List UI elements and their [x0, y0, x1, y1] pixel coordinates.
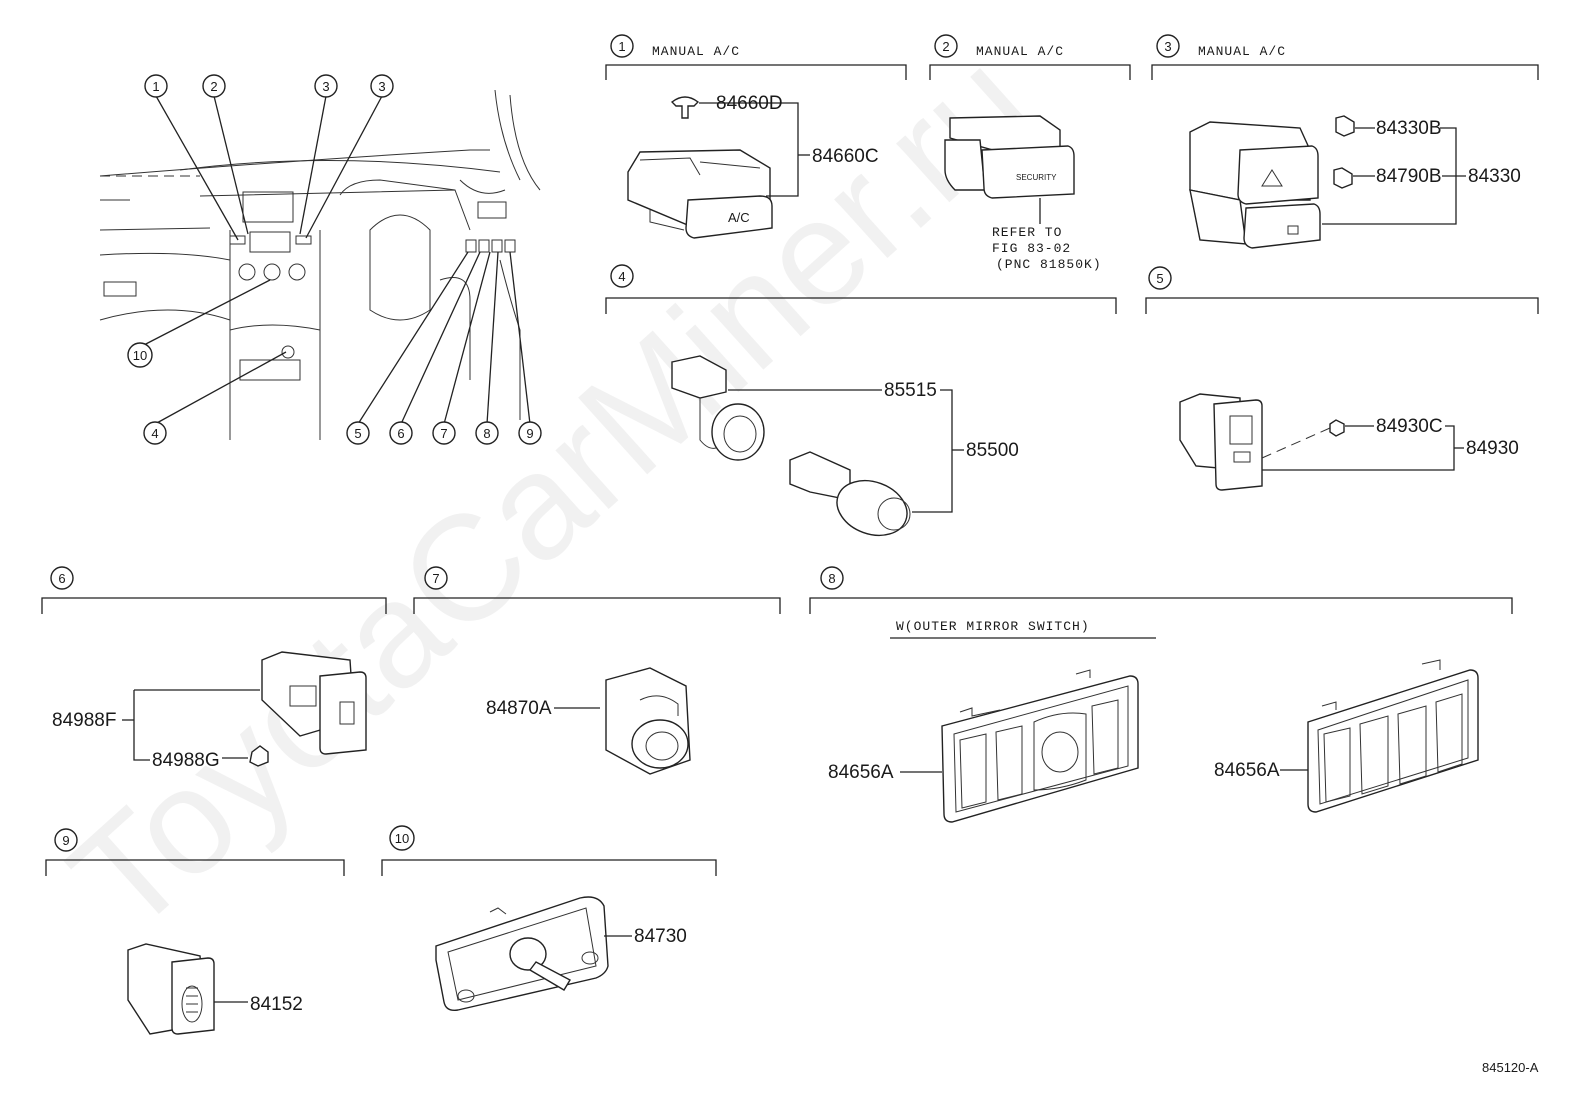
svg-text:8: 8 — [483, 426, 490, 441]
section-4-number: 4 — [618, 269, 625, 284]
section-3-number: 3 — [1164, 39, 1171, 54]
svg-text:4: 4 — [151, 426, 158, 441]
part-84656a-right: 84656A — [1214, 760, 1280, 781]
section-1-note: MANUAL A/C — [652, 44, 740, 59]
svg-text:1: 1 — [152, 79, 159, 94]
dash-callout-5: 5 — [346, 421, 370, 445]
section-8-note: W(OUTER MIRROR SWITCH) — [896, 619, 1090, 634]
section-3-note: MANUAL A/C — [1198, 44, 1286, 59]
part-84790b: 84790B — [1376, 166, 1442, 187]
svg-text:3: 3 — [322, 79, 329, 94]
refer-line-1: REFER TO — [992, 225, 1062, 240]
part-84988g: 84988G — [152, 750, 220, 771]
part-84730: 84730 — [634, 926, 687, 947]
figure-code: 845120-A — [1482, 1060, 1539, 1075]
dash-callout-4: 4 — [143, 421, 167, 445]
part-84870a: 84870A — [486, 698, 552, 719]
svg-text:10: 10 — [133, 348, 147, 363]
section-6-number: 6 — [58, 571, 65, 586]
section-1-number: 1 — [618, 39, 625, 54]
section-8-number: 8 — [828, 571, 835, 586]
section-2: 2 MANUAL A/C SECURITY REFER TO FIG 83-02… — [929, 34, 1131, 272]
dash-callout-9: 9 — [518, 421, 542, 445]
section-9-number: 9 — [62, 833, 69, 848]
dashboard-overview: 1 2 3 3 10 4 5 6 7 8 9 — [99, 74, 542, 445]
section-5: 5 84930C 84930 — [1145, 266, 1539, 491]
section-6: 6 84988F 84988G — [41, 566, 387, 771]
part-85515: 85515 — [884, 380, 937, 401]
section-2-number: 2 — [942, 39, 949, 54]
section-5-number: 5 — [1156, 271, 1163, 286]
part-84988f: 84988F — [52, 710, 116, 731]
part-84330b: 84330B — [1376, 118, 1442, 139]
section-8: 8 W(OUTER MIRROR SWITCH) 84656A 84656A — [809, 566, 1513, 823]
part-84330: 84330 — [1468, 166, 1521, 187]
part-84660d: 84660D — [716, 93, 783, 114]
section-10-number: 10 — [395, 831, 409, 846]
svg-text:7: 7 — [440, 426, 447, 441]
section-3: 3 MANUAL A/C 84330B 84790B 84330 — [1151, 34, 1539, 249]
refer-line-2: FIG 83-02 — [992, 241, 1071, 256]
refer-line-3: (PNC 81850K) — [996, 257, 1102, 272]
svg-text:6: 6 — [397, 426, 404, 441]
section-9: 9 84152 — [45, 828, 345, 1035]
svg-text:9: 9 — [526, 426, 533, 441]
svg-text:5: 5 — [354, 426, 361, 441]
section-7-number: 7 — [432, 571, 439, 586]
section-7: 7 84870A — [413, 566, 781, 775]
ac-button-label: A/C — [728, 210, 750, 225]
section-10: 10 84730 — [381, 825, 717, 1012]
part-84930c: 84930C — [1376, 416, 1443, 437]
dash-callout-3b: 3 — [370, 74, 394, 98]
part-85500: 85500 — [966, 440, 1019, 461]
part-84152: 84152 — [250, 994, 303, 1015]
part-84656a-left: 84656A — [828, 762, 894, 783]
dash-callout-8: 8 — [475, 421, 499, 445]
part-84660c: 84660C — [812, 146, 879, 167]
section-2-note: MANUAL A/C — [976, 44, 1064, 59]
section-4: 4 85515 85500 — [605, 264, 1117, 537]
dash-callout-3a: 3 — [314, 74, 338, 98]
dash-callout-2: 2 — [202, 74, 226, 98]
svg-text:2: 2 — [210, 79, 217, 94]
dash-callout-10: 10 — [127, 342, 153, 368]
part-84930: 84930 — [1466, 438, 1519, 459]
dash-callout-1: 1 — [144, 74, 168, 98]
security-button-label: SECURITY — [1016, 173, 1057, 182]
section-1: 1 MANUAL A/C A/C 84660D 84660C — [605, 34, 907, 239]
svg-text:3: 3 — [378, 79, 385, 94]
dash-callout-7: 7 — [432, 421, 456, 445]
dash-callout-6: 6 — [389, 421, 413, 445]
